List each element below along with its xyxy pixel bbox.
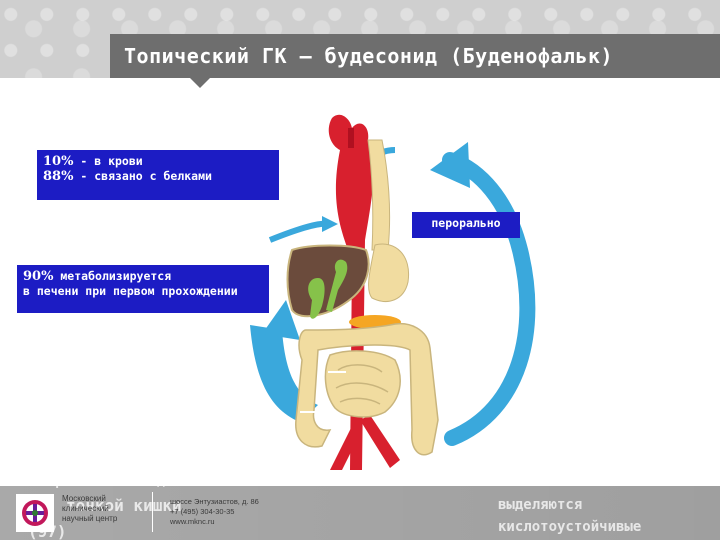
colon [295,323,439,456]
arrow-head-top-right [430,142,470,188]
title-bar [110,34,720,78]
protein-text: - связано с белками [73,169,212,183]
liver-metabolism-label: 90% метаболизируется в печени при первом… [17,265,269,313]
iliac-left [330,420,362,470]
org-line-1: Московский [62,494,106,503]
oral-label: перорально [412,212,520,238]
blood-percent: 10% [43,154,74,169]
title-notch [190,78,210,88]
metabolism-text: метаболизируется [53,269,172,283]
org-name: Московский клинический научный центр [62,494,152,524]
ghost-text-right-1: в кишечнике [500,474,587,489]
liver [286,244,370,318]
blood-binding-label: 10% - в крови 88% - связано с белками [37,150,279,200]
aorta-branch [348,128,354,148]
metabolism-percent: 90% [23,269,54,284]
contact-phone: +7 (495) 304-30-35 [170,507,235,516]
arrow-head-liver [322,216,338,232]
first-pass-text: в печени при первом прохождении [23,284,238,298]
gallbladder [308,278,325,319]
bile-duct [326,259,348,312]
ghost-text-right-3: кислотоустойчивые [498,519,642,535]
contact-address: шоссе Энтузиастов, д. 86 [170,497,259,506]
iliac-right [360,415,400,468]
clinic-logo-icon [16,494,54,532]
org-line-3: научный центр [62,514,118,523]
contact-website: www.mknc.ru [170,517,215,526]
footer-overlay [0,486,720,540]
footer-bar [0,486,720,540]
protein-percent: 88% [43,169,74,184]
contact-info: шоссе Энтузиастов, д. 86 +7 (495) 304-30… [170,497,259,527]
ghost-text-left-1: в терминальном отделе [24,474,189,489]
org-line-2: клинический [62,504,109,513]
blood-text: - в крови [73,154,143,168]
intestine-loop-detail [335,364,389,405]
arrow-head-left [262,300,300,340]
ghost-text-right-2: выделяются [498,497,583,513]
slide-title: Топический ГК – будесонид (Буденофальк) [124,44,614,68]
arrow-to-liver [268,220,331,243]
circulation-arrow-right [442,152,536,446]
footer-divider [152,492,153,532]
stomach [368,243,410,302]
